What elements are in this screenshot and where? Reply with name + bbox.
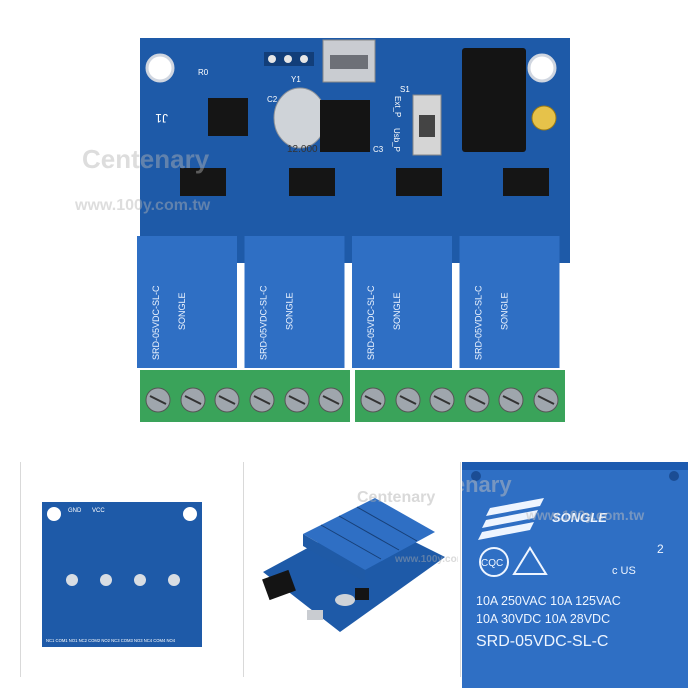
back-vcc-label: VCC [92, 508, 105, 514]
relay-closeup-cqc: CQC [481, 558, 503, 569]
screw-slot [399, 395, 417, 405]
screw-slot [468, 395, 486, 405]
relay-closeup-rating1: 10A 250VAC 10A 125VAC [476, 594, 621, 608]
screw-slot [149, 395, 167, 405]
relay-closeup-rating2: 10A 30VDC 10A 28VDC [476, 612, 610, 626]
header-pins [264, 52, 314, 66]
terminal-screws [145, 387, 559, 413]
relay-closeup-us-num: 2 [657, 542, 664, 556]
relay-brand-text: SONGLE [177, 292, 187, 330]
relays-angled [303, 498, 435, 570]
usb-angled [307, 610, 323, 620]
mcu-chip [320, 100, 370, 152]
label-s1: S1 [400, 85, 410, 94]
label-c2: C2 [267, 95, 278, 104]
pcb-back [42, 502, 202, 647]
capacitor [531, 105, 557, 131]
watermark-brand: Centenary [82, 144, 210, 174]
relay-brand-text: SONGLE [500, 292, 510, 330]
relay-closeup-photo: SONGLE CQC c US 2 10A 250VAC 10A 125VAC … [404, 462, 688, 688]
switch [412, 94, 442, 156]
terminal-block [355, 370, 565, 422]
screw-slot [322, 395, 340, 405]
back-terminal-labels: NC1 COM1 NO1 NC2 COM2 NO2 NC3 COM3 NO3 N… [46, 638, 176, 643]
screw-slot [218, 395, 236, 405]
label-j1: J1 [155, 111, 168, 125]
board-back-photo: GND VCC NC1 COM1 NO1 NC2 COM2 NO2 NC3 CO… [22, 462, 241, 677]
label-r0: R0 [198, 68, 209, 77]
watermark-url: www.100y.com.tw [74, 197, 211, 214]
relay-model-text: SRD-05VDC-SL-C [151, 285, 161, 360]
relay-closeup-us: c US [612, 565, 636, 577]
chip-8pin [208, 98, 248, 136]
back-pad [66, 574, 78, 586]
relay-brand-text: SONGLE [285, 292, 295, 330]
back-gnd-label: GND [68, 508, 82, 514]
back-pad [168, 574, 180, 586]
crystal [273, 87, 327, 149]
label-usb-p: Usb_P [392, 128, 401, 152]
screw-slot [537, 395, 555, 405]
board-front-svg: J1 R0 Y1 C2 12.000 S1 Ext_P Usb_P C3 SRD… [74, 38, 570, 422]
screw-slot [288, 395, 306, 405]
relay-closeup-brand: SONGLE [552, 510, 607, 525]
relay-body [352, 236, 452, 368]
back-pad [100, 574, 112, 586]
ce-triangle [512, 546, 548, 575]
label-ext-p: Ext_P [393, 96, 402, 117]
optocoupler [180, 168, 226, 196]
relay-model-text: SRD-05VDC-SL-C [474, 285, 484, 360]
watermark-brand-mid: Centenary [357, 489, 435, 506]
relay-module: SRD-05VDC-SL-C SONGLE [352, 236, 452, 368]
relay-module: SRD-05VDC-SL-C SONGLE [137, 236, 237, 368]
relay-model-text: SRD-05VDC-SL-C [259, 285, 269, 360]
relay-module: SRD-05VDC-SL-C SONGLE [459, 236, 560, 368]
dc-jack-angled [262, 569, 296, 601]
watermark-brand-right: Centenary [462, 472, 512, 497]
watermark-url-right: www.100y.com.tw [525, 507, 644, 523]
screw-slot [502, 395, 520, 405]
label-crystal: 12.000 [287, 144, 318, 155]
relay-module: SRD-05VDC-SL-C SONGLE [244, 236, 345, 368]
label-y1: Y1 [291, 75, 301, 84]
panel-divider [243, 462, 244, 677]
relay-model-text: SRD-05VDC-SL-C [366, 285, 376, 360]
relay-body [244, 236, 345, 368]
mount-hole [145, 53, 175, 83]
cqc-mark [479, 547, 509, 577]
relay-group: SRD-05VDC-SL-C SONGLE SRD-05VDC-SL-C SONGLE… [137, 236, 560, 368]
screw-slot [184, 395, 202, 405]
songle-logo [478, 498, 544, 540]
back-pad [134, 574, 146, 586]
relay-closeup-model: SRD-05VDC-SL-C [476, 633, 608, 650]
main-board-photo: J1 R0 Y1 C2 12.000 S1 Ext_P Usb_P C3 SRD… [74, 38, 570, 422]
relay-brand-text: SONGLE [392, 292, 402, 330]
relay-body [137, 236, 237, 368]
terminal-block [140, 370, 350, 422]
board-angle-photo: Centenary www.100y.com.tw [245, 462, 480, 677]
mount-hole [527, 53, 557, 83]
optocoupler [503, 168, 549, 196]
optocoupler [289, 168, 335, 196]
screw-slot [433, 395, 451, 405]
relay-body [459, 236, 560, 368]
panel-divider [460, 462, 461, 677]
screw-slot [253, 395, 271, 405]
label-c3: C3 [373, 145, 384, 154]
panel-divider [20, 462, 21, 677]
optocoupler [396, 168, 442, 196]
back-pads [66, 574, 180, 586]
watermark-url-mid: www.100y.com.tw [394, 554, 458, 565]
screw-slot [364, 395, 382, 405]
dc-jack [462, 48, 526, 152]
